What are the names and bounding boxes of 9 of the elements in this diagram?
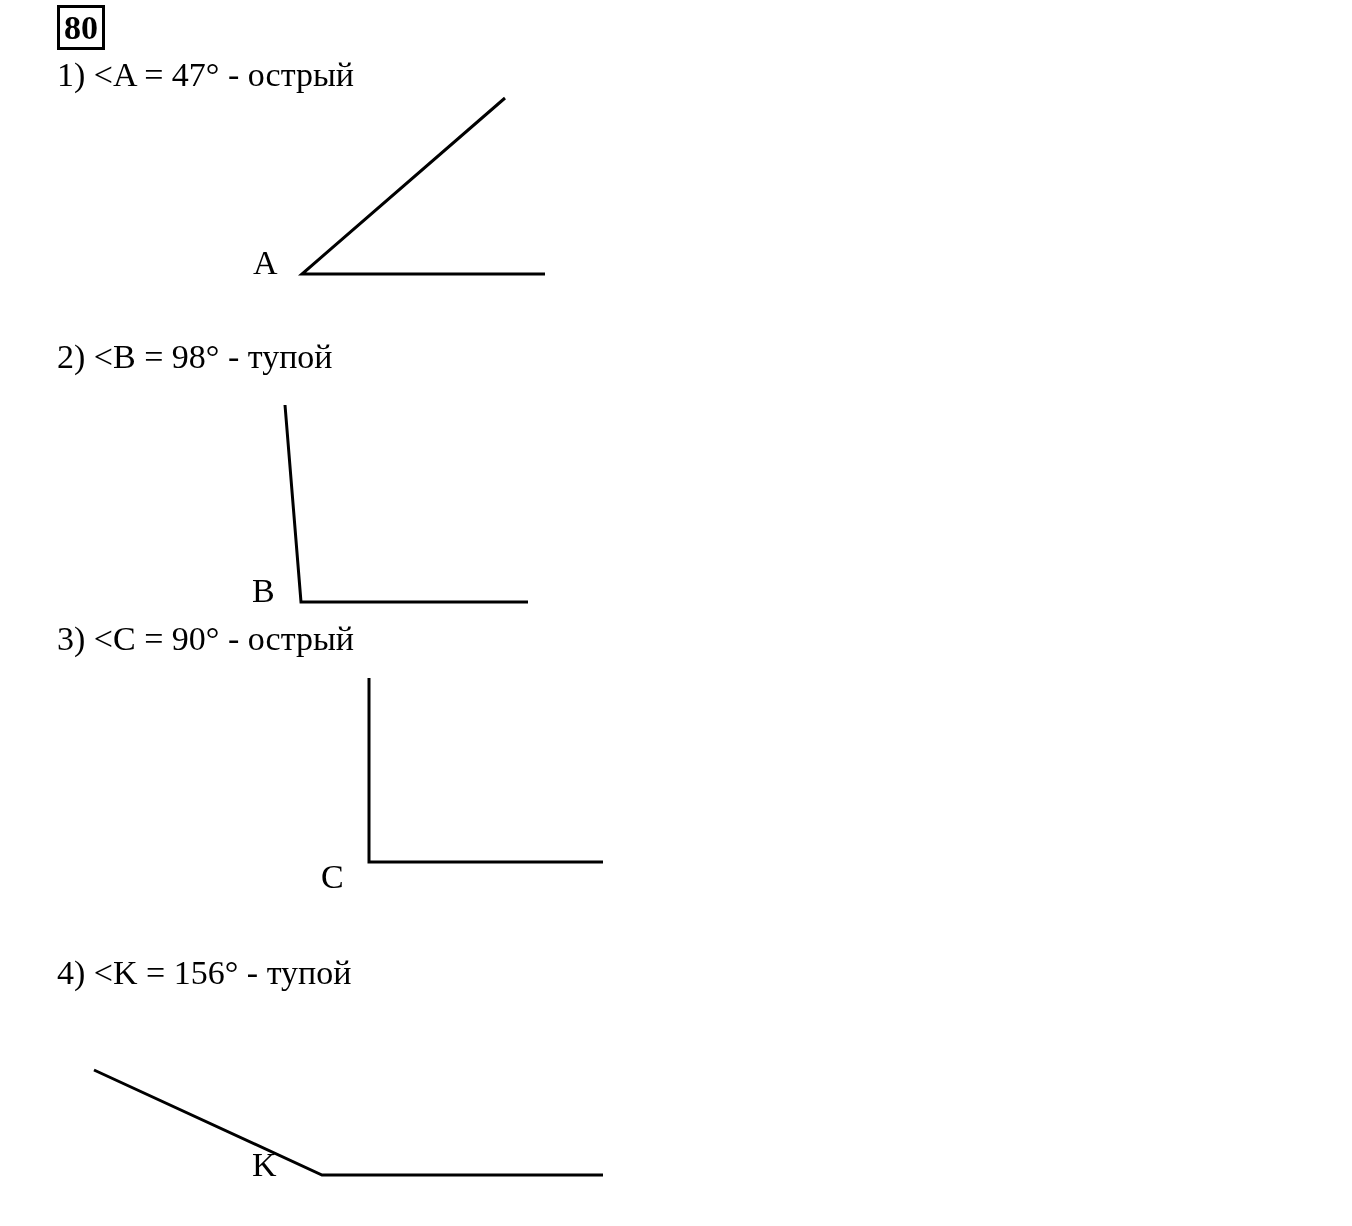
vertex-label: A bbox=[253, 244, 278, 282]
vertex-label: K bbox=[252, 1146, 277, 1184]
vertex-label: B bbox=[252, 572, 275, 610]
exercise-number: 80 bbox=[57, 5, 105, 51]
vertex-label: C bbox=[321, 858, 344, 896]
angle-caption: 4) <K = 156° - тупой bbox=[57, 954, 352, 992]
angle-caption: 1) <A = 47° - острый bbox=[57, 56, 355, 94]
angle-caption: 3) <C = 90° - острый bbox=[57, 620, 355, 658]
angle-caption: 2) <B = 98° - тупой bbox=[57, 338, 333, 376]
